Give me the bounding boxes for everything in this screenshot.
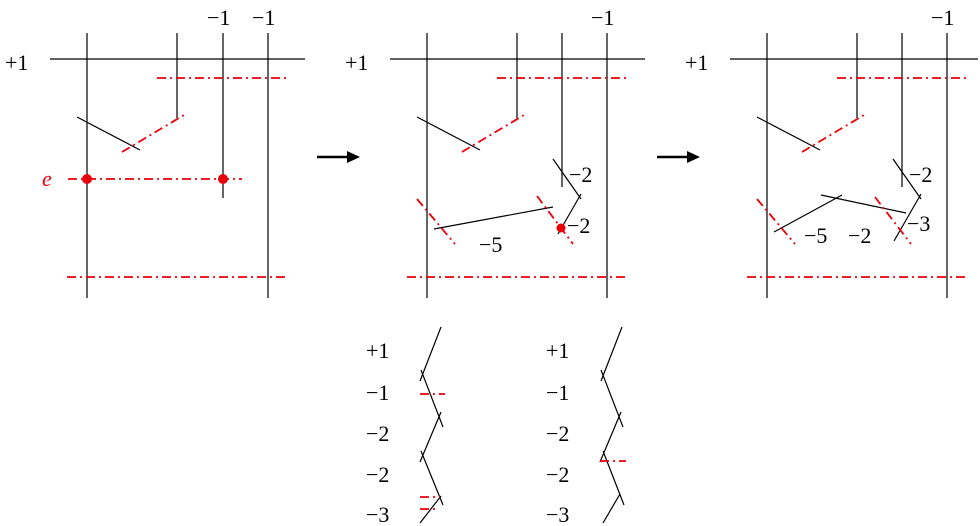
chain-2: +1 −1 −2 −2 −3 [546, 326, 626, 526]
curve-label-minus-2-lower: −2 [567, 213, 590, 238]
blowup-point-2 [218, 174, 228, 184]
side-label: +1 [685, 50, 708, 75]
slanted-curve [76, 116, 141, 151]
chain-label-4: −2 [366, 462, 389, 487]
top-label-1: −1 [591, 5, 614, 30]
chain-curve-3 [599, 411, 622, 463]
chain-curve-4 [420, 450, 444, 506]
side-label: +1 [345, 50, 368, 75]
chain-label-2: −1 [366, 380, 389, 405]
chain-label-3: −2 [546, 421, 569, 446]
curve-minus-5 [433, 206, 554, 230]
chain-curve-4 [602, 450, 625, 506]
arrow-right-icon [317, 151, 360, 163]
panel-1: +1 e −1 −1 [5, 5, 305, 298]
chain-label-5: −3 [366, 502, 389, 526]
curve-minus-3 [893, 193, 922, 242]
curve-minus-2-mid [820, 194, 907, 214]
slanted-curve [416, 116, 481, 151]
curve-minus-5 [773, 194, 843, 233]
chain-label-4: −2 [546, 462, 569, 487]
chain-curve-3 [419, 411, 442, 463]
curve-label-minus-5: −5 [479, 232, 502, 257]
curve-minus-2-upper [892, 158, 922, 200]
exceptional-left-slant [416, 198, 456, 245]
panel-3: +1 −1 −2 −3 −5 −2 [685, 5, 978, 298]
chain-label-3: −2 [366, 421, 389, 446]
exceptional-left-slant [756, 198, 796, 245]
chain-curve-2 [600, 369, 624, 428]
curve-label-minus-2-upper: −2 [569, 162, 592, 187]
chain-curve-5 [419, 495, 442, 524]
top-label-2: −1 [252, 5, 275, 30]
side-label: +1 [5, 50, 28, 75]
curve-label-minus-3: −3 [907, 211, 930, 236]
blowup-point-1 [82, 174, 92, 184]
exceptional-slant [461, 114, 525, 153]
panel-2: +1 −1 −2 −2 −5 [345, 5, 645, 298]
chain-curve-2 [420, 369, 444, 428]
arrow-right-icon [657, 151, 700, 163]
chain-label-2: −1 [546, 380, 569, 405]
curve-minus-2-upper [552, 158, 582, 200]
chain-label-1: +1 [546, 338, 569, 363]
chain-1: +1 −1 −2 −2 −3 [366, 326, 445, 526]
blowup-point [556, 223, 566, 233]
curve-label-minus-2-upper: −2 [909, 162, 932, 187]
top-label-1: −1 [207, 5, 230, 30]
slanted-curve [756, 116, 821, 151]
chain-curve-1 [600, 326, 623, 382]
chain-label-1: +1 [366, 338, 389, 363]
chain-label-5: −3 [546, 502, 569, 526]
chain-curve-5 [602, 493, 621, 524]
exceptional-slant [801, 114, 865, 153]
edge-label-e: e [42, 166, 52, 191]
chain-curve-1 [419, 326, 442, 382]
exceptional-slant [121, 114, 185, 153]
curve-label-minus-5: −5 [804, 223, 827, 248]
top-label-1: −1 [931, 5, 954, 30]
curve-label-minus-2-mid: −2 [848, 223, 871, 248]
